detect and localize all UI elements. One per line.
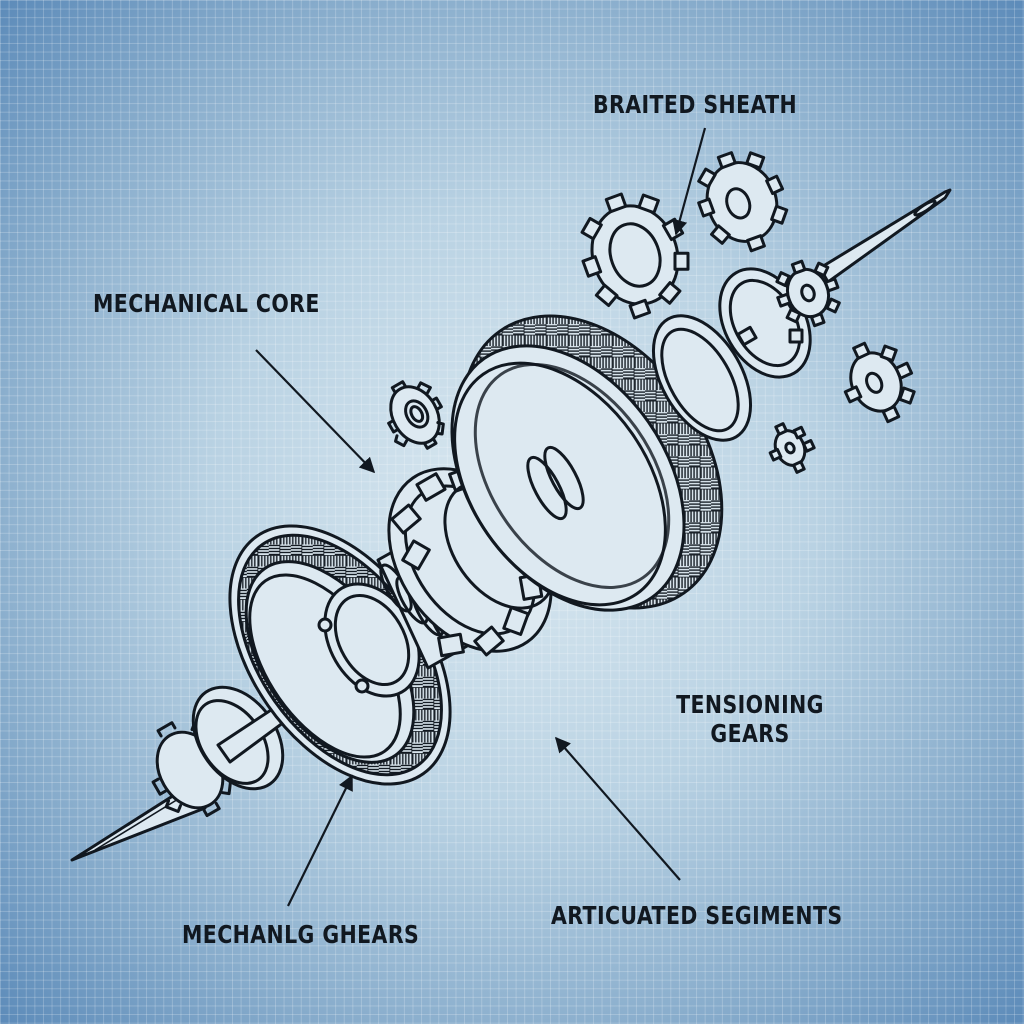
arrow-braited-sheath bbox=[672, 127, 707, 236]
label-tensioning-gears-line2: GEARS bbox=[710, 719, 790, 748]
label-mechanlg-ghears: MECHANLG GHEARS bbox=[182, 920, 420, 949]
arrow-mechanical-core bbox=[255, 349, 376, 474]
arrow-articuated-segments bbox=[554, 736, 681, 881]
floating-tiny-gear bbox=[768, 422, 816, 474]
flat-washer-ring bbox=[651, 314, 753, 442]
label-mechanical-core: MECHANICAL CORE bbox=[93, 289, 320, 318]
label-articuated-segments: ARTICUATED SEGIMENTS bbox=[551, 901, 843, 930]
label-braited-sheath: BRAITED SHEATH bbox=[593, 90, 798, 119]
upper-large-gear bbox=[580, 192, 690, 320]
arrow-mechanlg-ghears bbox=[287, 774, 353, 907]
right-braided-drum bbox=[450, 314, 724, 612]
floating-small-gear-right bbox=[843, 341, 916, 424]
label-tensioning-gears: TENSIONING GEARS bbox=[672, 690, 828, 748]
floating-small-gear-left bbox=[387, 380, 445, 450]
right-needle bbox=[818, 188, 952, 284]
label-tensioning-gears-line1: TENSIONING bbox=[676, 690, 824, 719]
leader-arrows bbox=[255, 127, 707, 907]
right-needle-gear bbox=[775, 259, 841, 328]
upper-medium-gear bbox=[697, 151, 789, 253]
inner-coil-spring-front bbox=[526, 445, 585, 521]
